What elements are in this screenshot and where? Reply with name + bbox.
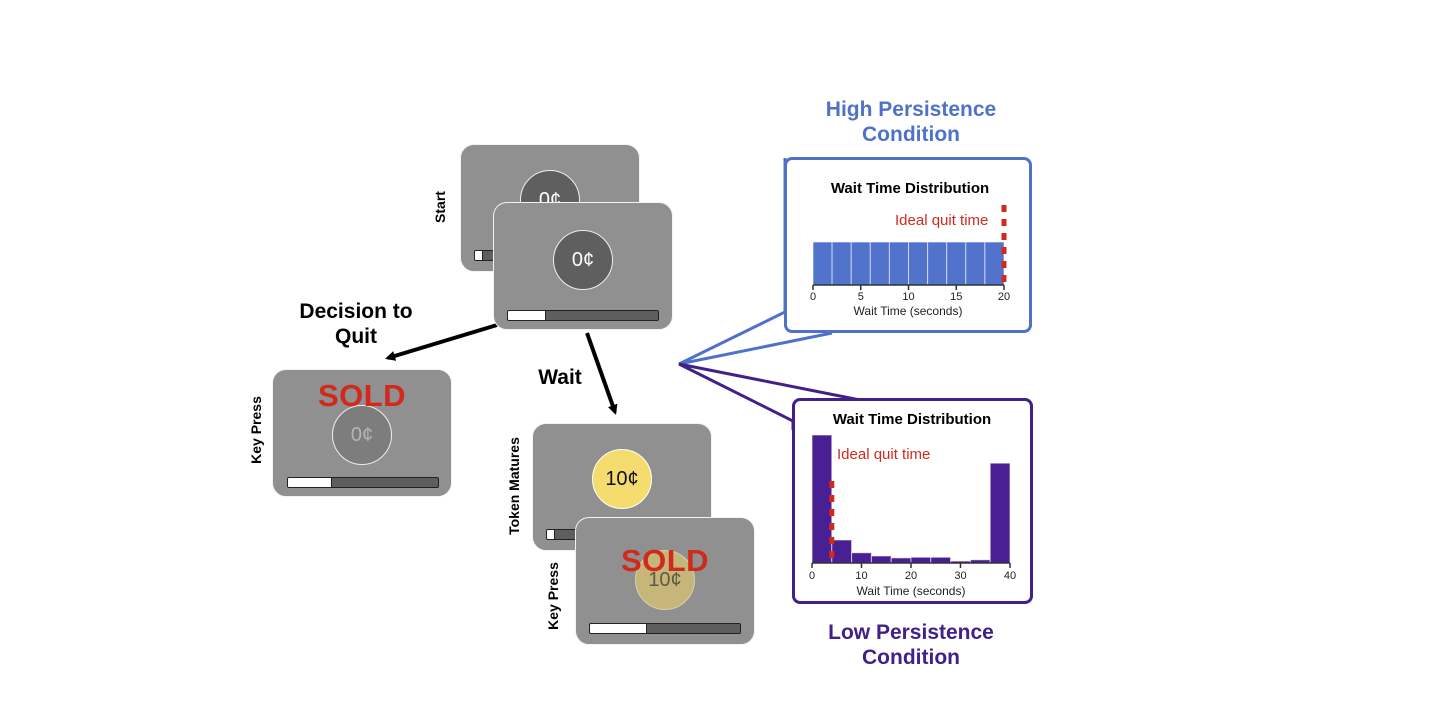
progress-bar <box>589 623 741 634</box>
progress-fill <box>508 311 546 320</box>
x-tick-label: 5 <box>857 291 864 303</box>
histogram-bar <box>869 241 890 286</box>
decision-to-quit-label: Decision to Quit <box>299 300 413 348</box>
high-persistence-chart <box>812 205 1007 290</box>
wait-arrow <box>585 332 618 415</box>
x-tick-label: 0 <box>808 570 816 582</box>
quit-sold-card: 0¢ SOLD <box>272 369 452 497</box>
token-value: 0¢ <box>350 423 374 446</box>
high-x-axis-label: Wait Time (seconds) <box>853 304 963 318</box>
histogram-bar <box>930 556 952 564</box>
low-ideal-label: Ideal quit time <box>837 446 931 463</box>
token-circle: 0¢ <box>553 230 613 290</box>
progress-fill <box>547 530 555 539</box>
sold-text: SOLD <box>317 378 407 413</box>
token-circle: 10¢ <box>635 550 695 610</box>
low-x-axis-label: Wait Time (seconds) <box>856 584 966 598</box>
histogram-bar <box>965 241 986 286</box>
histogram-bar <box>851 552 872 564</box>
start-label: Start <box>432 191 448 223</box>
token-value: 10¢ <box>648 568 682 591</box>
histogram-bar <box>946 241 967 286</box>
progress-fill <box>475 251 483 260</box>
histogram-bar <box>831 539 853 564</box>
x-tick-label: 10 <box>855 570 868 582</box>
histogram-bar <box>908 241 929 286</box>
histogram-bar <box>850 241 871 286</box>
progress-bar <box>507 310 659 321</box>
histogram-bar <box>927 241 948 286</box>
histogram-bar <box>984 241 1005 286</box>
matured-sold-card: 10¢ SOLD <box>575 517 755 645</box>
sold-text: SOLD <box>620 543 710 578</box>
x-tick-label: 15 <box>950 291 963 303</box>
low-persistence-chart <box>811 434 1011 568</box>
histogram-bar <box>870 555 892 564</box>
histogram-bar <box>831 241 852 286</box>
high-ideal-label: Ideal quit time <box>895 212 989 229</box>
quit-arrow <box>385 323 498 361</box>
histogram-bar <box>910 556 932 564</box>
token-value: 10¢ <box>605 467 639 490</box>
progress-bar <box>287 477 439 488</box>
x-tick-label: 30 <box>954 570 967 582</box>
histogram-bar <box>812 241 833 286</box>
x-tick-label: 40 <box>1003 570 1017 582</box>
key-press-label-left: Key Press <box>248 396 264 464</box>
x-tick-label: 20 <box>904 570 918 582</box>
progress-fill <box>590 624 647 633</box>
low-condition-title: Low Persistence Condition <box>828 621 994 669</box>
histogram-bar <box>890 557 912 564</box>
histogram-bar <box>989 462 1011 564</box>
start-card-front: 0¢ <box>493 202 673 330</box>
token-value: 0¢ <box>571 248 595 271</box>
x-tick-label: 10 <box>902 291 915 303</box>
histogram-bar <box>811 434 833 564</box>
high-condition-title: High Persistence Condition <box>825 98 997 146</box>
progress-fill <box>288 478 332 487</box>
key-press-label-right: Key Press <box>545 562 561 630</box>
token-circle: 0¢ <box>332 405 392 465</box>
x-tick-label: 20 <box>997 291 1011 303</box>
wait-label: Wait <box>538 366 582 389</box>
token-circle: 10¢ <box>592 449 652 509</box>
token-matures-label: Token Matures <box>506 437 522 535</box>
low-chart-title: Wait Time Distribution <box>832 411 992 428</box>
high-chart-title: Wait Time Distribution <box>830 180 990 197</box>
x-tick-label: 0 <box>809 291 817 303</box>
histogram-bar <box>888 241 910 286</box>
